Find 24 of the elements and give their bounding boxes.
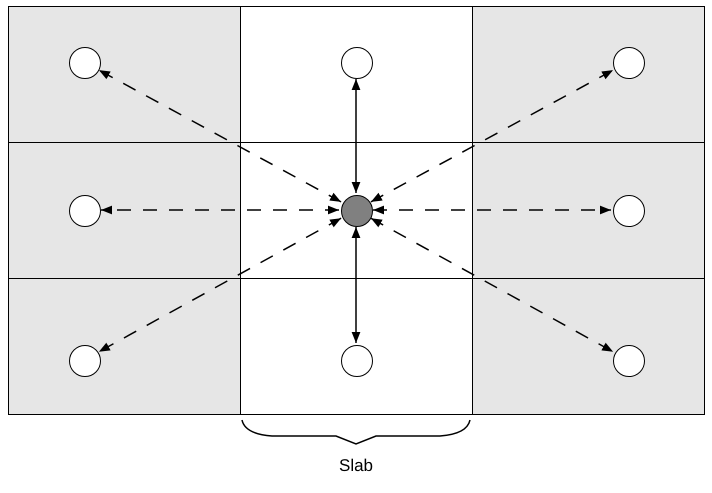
arrow	[370, 218, 614, 352]
node-circle	[613, 47, 645, 79]
grid-cell	[472, 6, 705, 143]
arrow	[352, 227, 360, 343]
node-circle	[613, 345, 645, 377]
arrow	[98, 69, 342, 203]
node-circle	[341, 345, 373, 377]
node-circle	[341, 195, 373, 227]
node-circle	[69, 47, 101, 79]
grid-cell	[472, 278, 705, 415]
node-circle	[69, 195, 101, 227]
arrow	[352, 79, 360, 193]
brace-label: Slab	[338, 456, 374, 476]
arrow	[373, 206, 611, 214]
grid-cell	[8, 278, 241, 415]
node-circle	[69, 345, 101, 377]
arrow	[98, 218, 342, 352]
grid-cell	[8, 142, 241, 279]
grid-cell	[8, 6, 241, 143]
grid-cell	[472, 142, 705, 279]
node-circle	[613, 195, 645, 227]
node-circle	[341, 47, 373, 79]
arrow	[370, 69, 614, 203]
arrow	[101, 206, 339, 214]
